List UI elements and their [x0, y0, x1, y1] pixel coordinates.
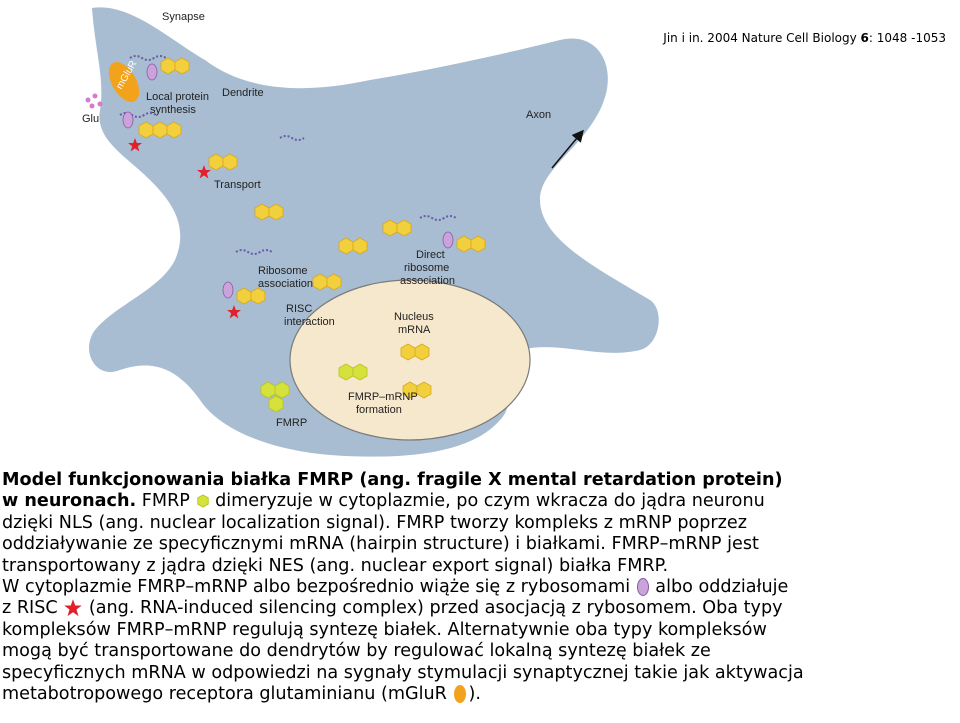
nucleus: [289, 279, 531, 441]
label-glu: Glu: [82, 113, 99, 125]
label-direct-3: association: [400, 275, 455, 287]
citation-pages: : 1048 -1053: [868, 31, 946, 45]
label-fmrp: FMRP: [276, 417, 307, 429]
label-fmrp-mrnp-2: formation: [356, 404, 402, 416]
label-fmrp-mrnp-1: FMRP–mRNP: [348, 391, 418, 403]
caption-text: z RISC: [2, 598, 64, 619]
fmrp-neuron-diagram: mGluR Glu Synapse Local protein synthesi…: [82, 7, 659, 457]
label-synapse: Synapse: [162, 11, 205, 23]
citation-volume: 6: [860, 31, 869, 45]
caption-text: ).: [468, 684, 481, 705]
caption-text: albo oddziałuje: [649, 577, 789, 598]
caption-title: Model funkcjonowania białka FMRP (ang. f…: [2, 470, 783, 490]
caption-text: FMRP: [136, 491, 196, 512]
figure-caption: Model funkcjonowania białka FMRP (ang. f…: [2, 470, 960, 705]
citation: Jin i in. 2004 Nature Cell Biology 6: 10…: [663, 31, 946, 45]
label-direct-2: ribosome: [404, 262, 449, 274]
caption-line: dzięki NLS (ang. nuclear localization si…: [2, 512, 747, 533]
label-dendrite: Dendrite: [222, 87, 264, 99]
caption-line: mogą być transportowane do dendrytów by …: [2, 641, 711, 662]
mglur-receptor: [108, 62, 140, 102]
caption-line: specyficznych mRNA w odpowiedzi na sygna…: [2, 662, 804, 683]
label-direct-1: Direct: [416, 249, 445, 261]
label-ribosome-2: association: [258, 278, 313, 290]
caption-line: transportowany z jądra dzięki NES (ang. …: [2, 555, 669, 576]
label-local-protein-2: synthesis: [150, 104, 196, 116]
citation-authors: Jin i in. 2004 Nature Cell Biology: [663, 31, 857, 45]
caption-text: metabotropowego receptora glutaminianu (…: [2, 684, 453, 705]
caption-text: W cytoplazmie FMRP–mRNP albo bezpośredni…: [2, 577, 636, 598]
risc-star-icon: [64, 599, 83, 617]
transport-complexes: [197, 135, 305, 221]
glu-molecules: [85, 93, 103, 109]
label-nucleus-1: Nucleus: [394, 311, 434, 323]
caption-title-cont: w neuronach.: [2, 491, 137, 512]
caption-line: kompleksów FMRP–mRNP regulują syntezę bi…: [2, 619, 767, 640]
label-transport: Transport: [214, 179, 261, 191]
caption-line: oddziaływanie ze specyficznymi mRNA (hai…: [2, 534, 759, 555]
fmrp-hexagon-icon: [196, 494, 209, 509]
ribosome-icon: [636, 578, 649, 597]
label-risc-2: interaction: [284, 316, 335, 328]
label-ribosome-1: Ribosome: [258, 265, 308, 277]
label-local-protein-1: Local protein: [146, 91, 209, 103]
label-nucleus-2: mRNA: [398, 324, 431, 336]
mglur-icon: [454, 685, 467, 704]
caption-text: (ang. RNA-induced silencing complex) prz…: [83, 598, 783, 619]
axon-arrow: [551, 129, 584, 169]
caption-text: dimeryzuje w cytoplazmie, po czym wkracz…: [209, 491, 765, 512]
label-risc-1: RISC: [286, 303, 312, 315]
label-axon: Axon: [526, 109, 551, 121]
